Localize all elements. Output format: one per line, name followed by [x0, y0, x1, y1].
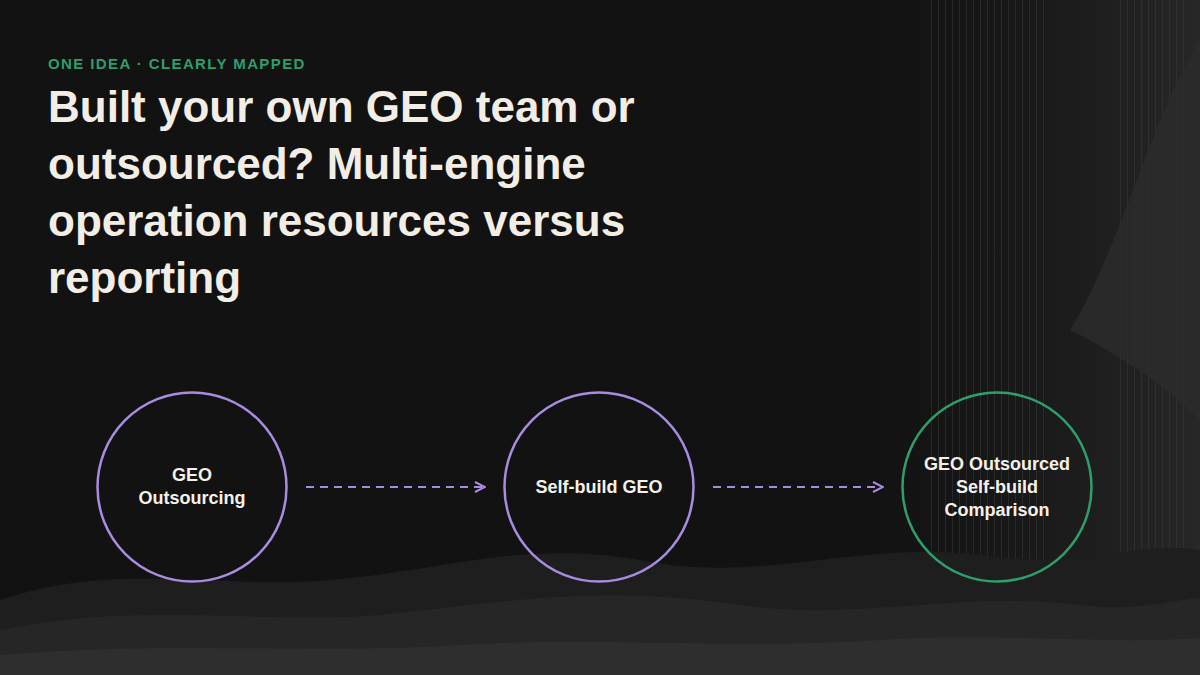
node-label: GEO Outsourced Self-build Comparison: [922, 453, 1072, 522]
dashed-arrow: [713, 486, 883, 488]
node-label: Self-build GEO: [535, 476, 662, 499]
node-label: GEO Outsourcing: [117, 464, 267, 510]
circle-node: GEO Outsourced Self-build Comparison: [901, 391, 1093, 583]
circle-node: GEO Outsourcing: [96, 391, 288, 583]
kicker-label: ONE IDEA · CLEARLY MAPPED: [48, 55, 306, 72]
dashed-arrow: [306, 486, 485, 488]
circle-node: Self-build GEO: [503, 391, 695, 583]
title: Built your own GEO team or outsourced? M…: [48, 78, 748, 306]
circle-outline: [96, 391, 288, 583]
